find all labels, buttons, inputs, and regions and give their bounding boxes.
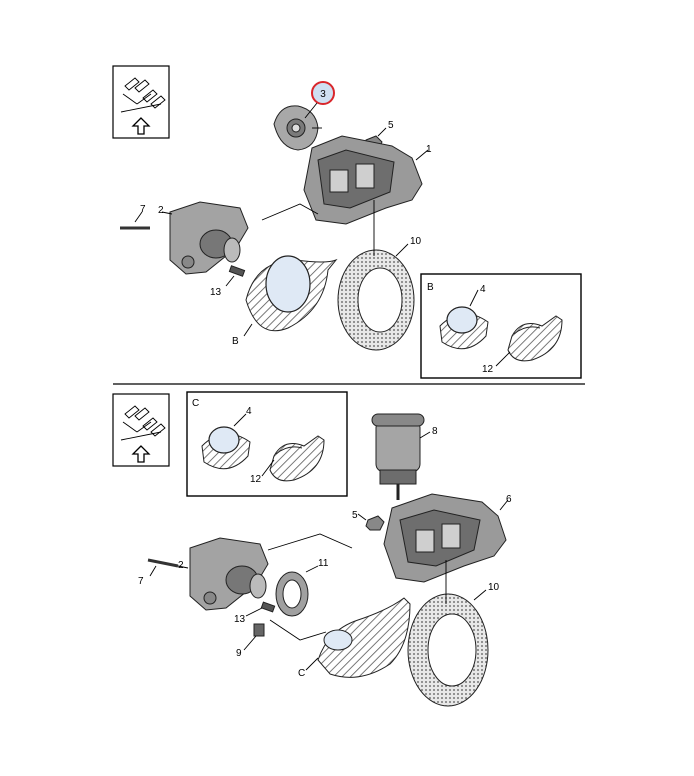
- pad-kit-icon-bottom: [112, 393, 170, 467]
- callout-3: 3: [320, 89, 326, 100]
- inset-b-callout-4: 4: [480, 284, 486, 295]
- part-13-stud-bottom: [245, 601, 276, 617]
- callout-2-bottom: 2: [178, 560, 184, 571]
- part-13-stud: [225, 265, 246, 287]
- part-7-bolt-bottom: [147, 558, 179, 577]
- callout-C: C: [298, 668, 305, 679]
- inset-c-callout-4: 4: [246, 406, 252, 417]
- callout-13-top: 13: [210, 287, 222, 298]
- callout-6: 6: [506, 494, 512, 505]
- inset-c-title: C: [192, 398, 199, 409]
- callout-2-top: 2: [158, 205, 164, 216]
- shield-c: [305, 597, 411, 678]
- inset-b-title: B: [427, 282, 434, 293]
- callout-5-top: 5: [388, 120, 394, 131]
- inset-c: [186, 391, 348, 497]
- part-7-bolt: [120, 211, 150, 230]
- part-8-actuator: [371, 413, 431, 500]
- callout-10-top: 10: [410, 236, 422, 247]
- part-10-disc-top: [337, 243, 415, 351]
- shield-b: [243, 255, 338, 337]
- inset-b-callout-12: 12: [482, 364, 494, 375]
- highlight-callout-ring[interactable]: [311, 81, 335, 105]
- callout-7-top: 7: [140, 204, 146, 215]
- callout-8: 8: [432, 426, 438, 437]
- part-5-nut-bottom: [357, 513, 385, 531]
- callout-5-bottom: 5: [352, 510, 358, 521]
- part-10-disc-bottom: [407, 589, 489, 707]
- inset-b: [420, 273, 582, 379]
- part-2-knuckle: [169, 201, 249, 275]
- callout-1: 1: [426, 144, 432, 155]
- callout-B: B: [232, 336, 239, 347]
- part-3-sensor-bracket: [273, 105, 322, 151]
- callout-7-bottom: 7: [138, 576, 144, 587]
- part-9-sensor: [243, 623, 265, 651]
- part-2-knuckle-bottom: [177, 537, 269, 611]
- callout-10-bottom: 10: [488, 582, 500, 593]
- callout-9: 9: [236, 648, 242, 659]
- pad-kit-icon-top: [112, 65, 170, 139]
- inset-c-callout-12: 12: [250, 474, 262, 485]
- part-1-caliper: [303, 135, 429, 225]
- part-11-ring: [275, 565, 319, 617]
- callout-11: 11: [318, 558, 329, 569]
- part-6-caliper: [383, 493, 509, 583]
- callout-13-bottom: 13: [234, 614, 246, 625]
